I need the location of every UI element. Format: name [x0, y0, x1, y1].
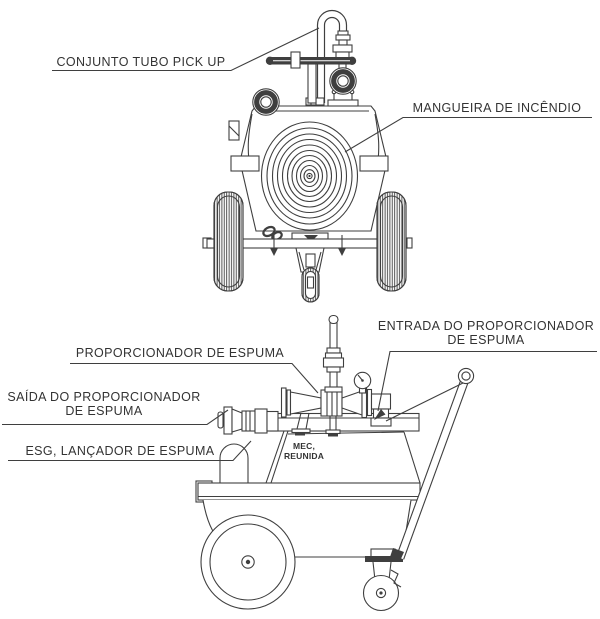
pickup-leader-line — [52, 27, 320, 72]
handle-brace — [385, 382, 464, 422]
hitch-pins — [270, 235, 346, 256]
caster-front — [295, 247, 325, 303]
nozzle-leader-line — [8, 440, 252, 462]
inlet-leader-line — [377, 350, 597, 412]
label-mec-reunida-line2: REUNIDA — [283, 451, 325, 461]
tank-top-side — [265, 430, 421, 484]
label-mec-reunida: MEC, REUNIDA — [277, 441, 331, 461]
label-proportioner-outlet: SAÍDA DO PROPORCIONADOR DE ESPUMA — [0, 390, 208, 418]
reel-bracket-right — [359, 155, 389, 172]
suction-pipe-vertical — [322, 314, 345, 393]
caster-side — [362, 548, 403, 612]
discharge-flange-right — [327, 67, 359, 107]
discharge-flange-left — [252, 88, 280, 116]
label-foam-nozzle: ESG, LANÇADOR DE ESPUMA — [25, 444, 215, 458]
outlet-leader-line — [2, 409, 229, 426]
front-view-drawing — [52, 9, 592, 303]
hose-leader-line — [344, 116, 592, 153]
label-proportioner-inlet-line1: ENTRADA DO PROPORCIONADOR — [377, 319, 595, 333]
label-mec-reunida-line1: MEC, — [292, 441, 316, 451]
pressure-gauge — [353, 371, 372, 394]
proportioner-leader-line — [70, 362, 319, 394]
wheel-right-front — [376, 191, 407, 292]
cart-handle — [390, 367, 475, 561]
wheel-left-front — [213, 191, 244, 292]
tank-front — [228, 105, 387, 232]
tank-filler-arch — [219, 443, 249, 483]
label-pickup-tube: CONJUNTO TUBO PICK UP — [56, 55, 226, 69]
label-proportioner-outlet-line2: DE ESPUMA — [65, 404, 143, 418]
inlet-arrowhead — [374, 409, 386, 420]
label-proportioner-inlet-line2: DE ESPUMA — [447, 333, 525, 347]
label-proportioner: PROPORCIONADOR DE ESPUMA — [75, 346, 285, 360]
label-fire-hose: MANGUEIRA DE INCÊNDIO — [412, 101, 582, 115]
hose-reel-spiral — [260, 121, 359, 231]
side-view-drawing — [2, 314, 597, 612]
frame-rail — [195, 480, 421, 503]
reel-bracket-left — [230, 155, 260, 172]
label-proportioner-inlet: ENTRADA DO PROPORCIONADOR DE ESPUMA — [377, 319, 595, 347]
label-proportioner-outlet-line1: SAÍDA DO PROPORCIONADOR — [7, 390, 201, 404]
handlebar — [265, 51, 357, 104]
wheel-side — [200, 514, 296, 610]
